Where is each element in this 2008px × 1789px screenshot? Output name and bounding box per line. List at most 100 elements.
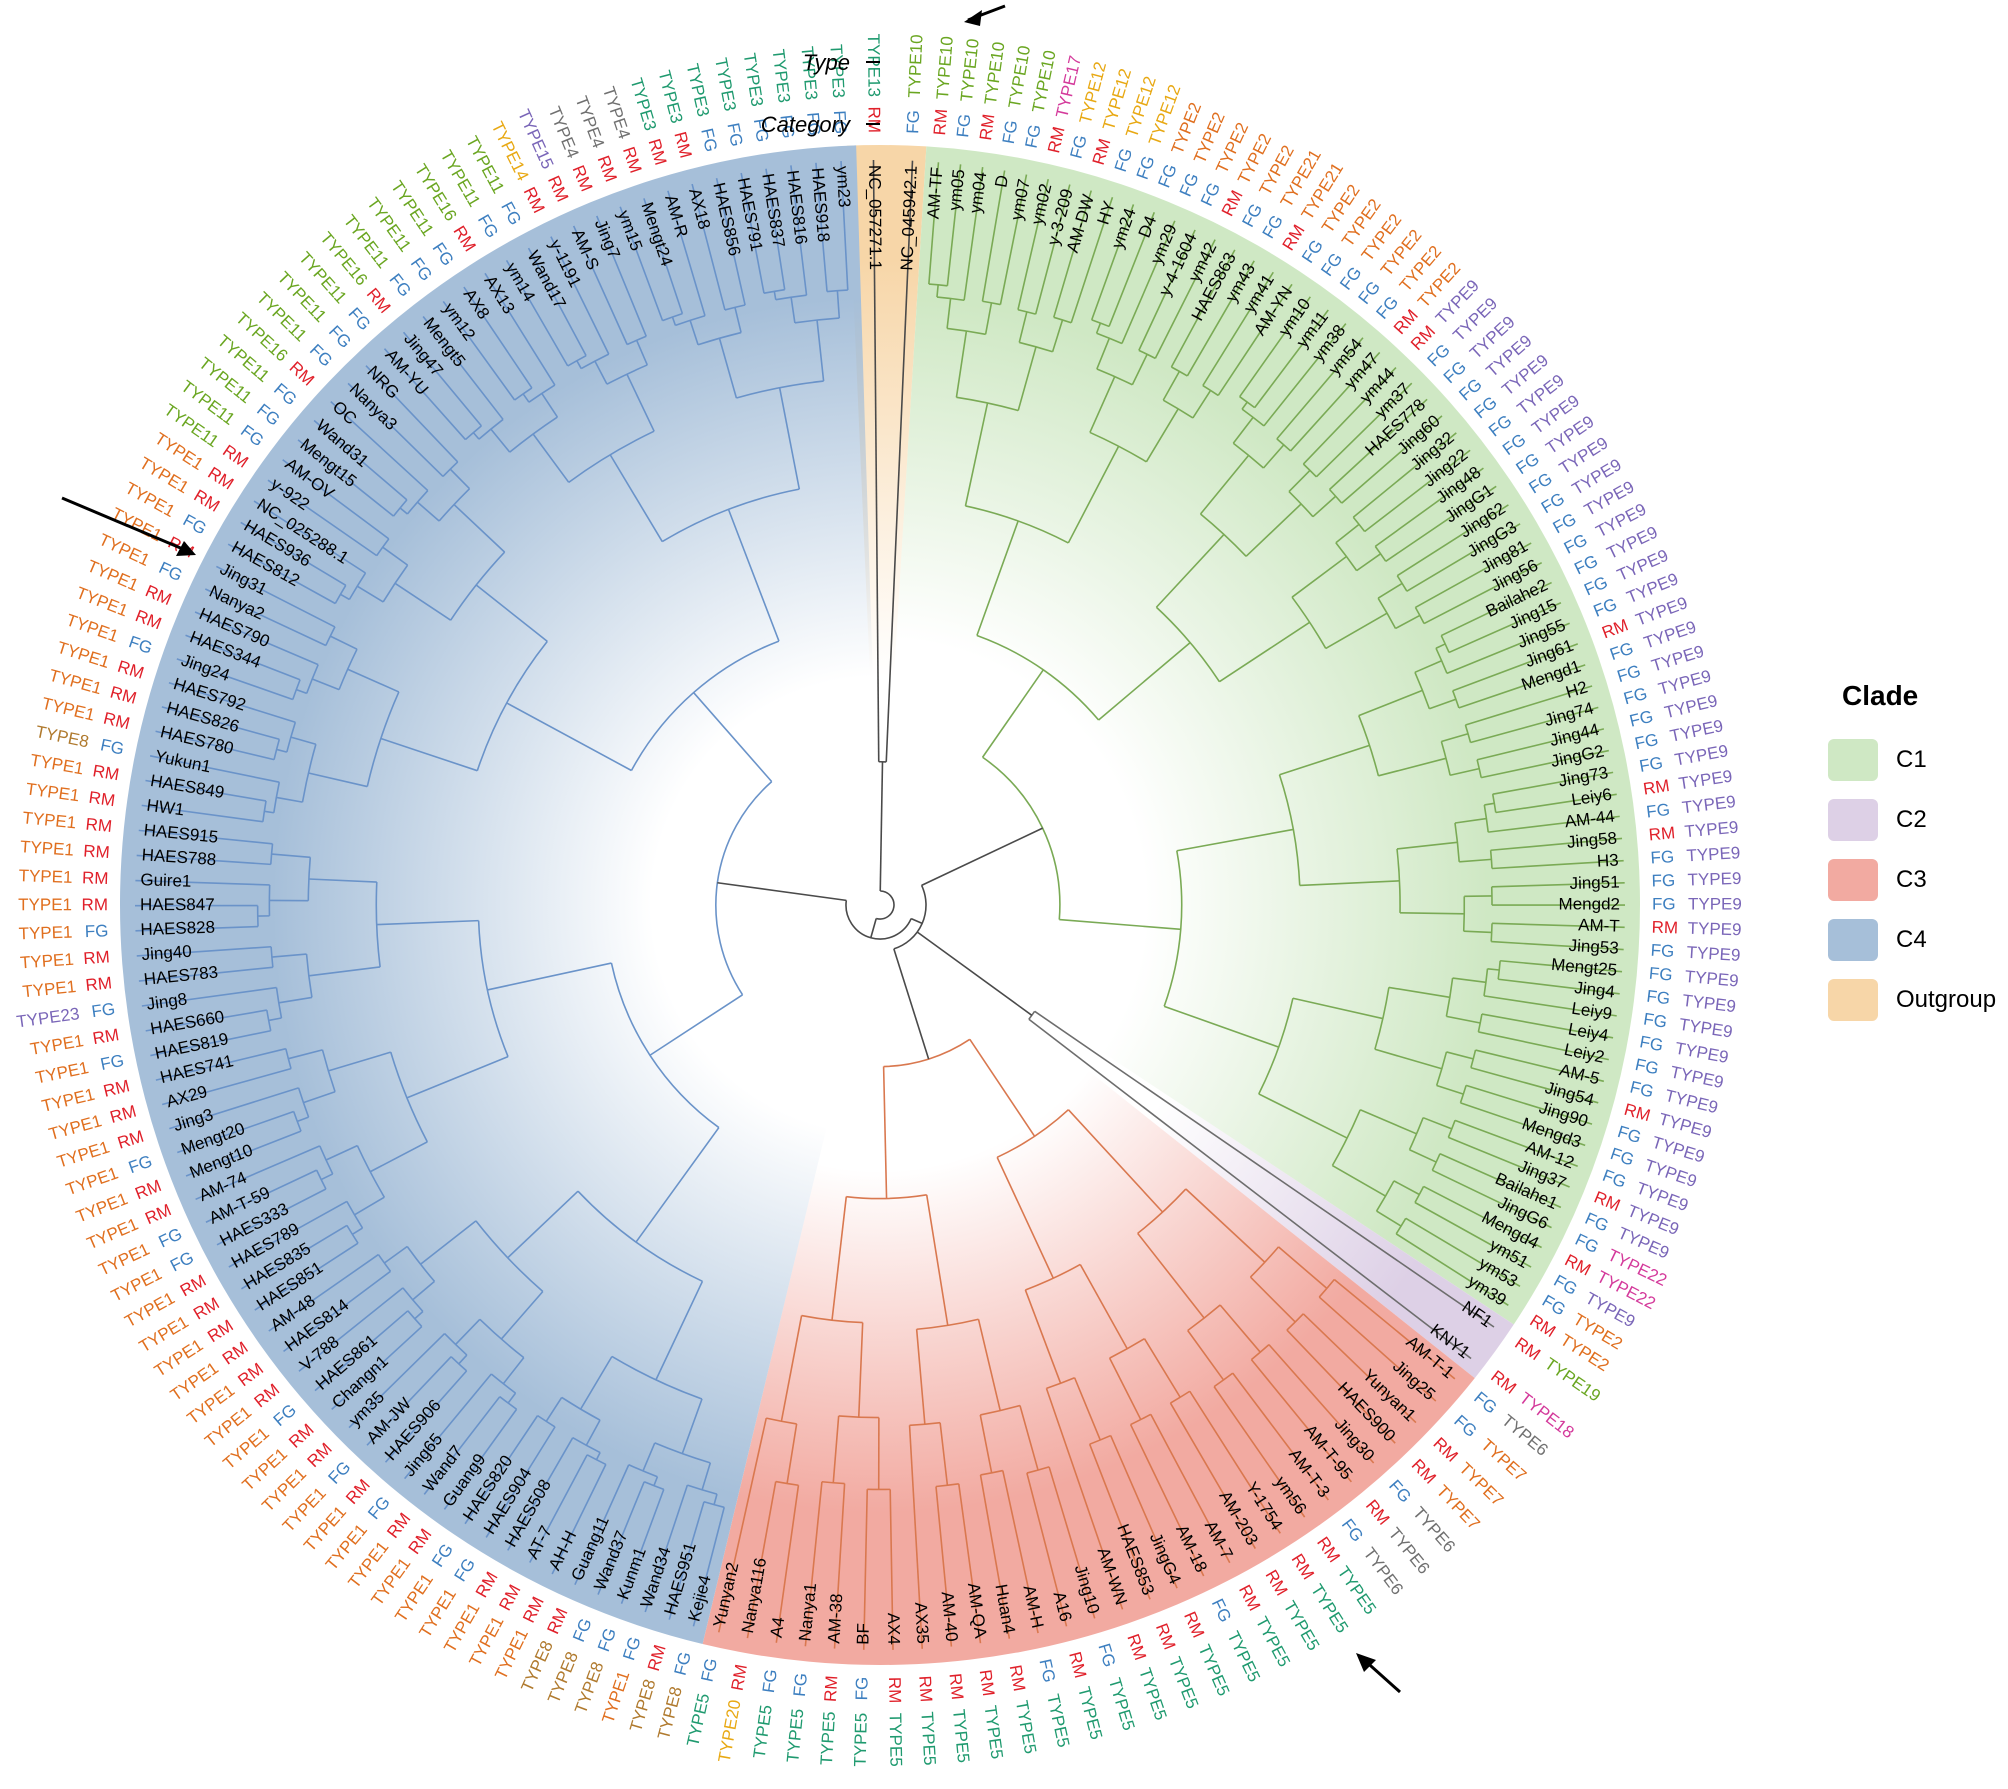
tree-branch [168, 681, 296, 724]
tree-branch [1218, 621, 1311, 683]
tree-branch [1202, 271, 1274, 386]
leaf-category: RM [91, 761, 120, 784]
tree-branch [963, 166, 984, 301]
leaf-type: TYPE8 [654, 1685, 686, 1742]
leaf-type: TYPE3 [626, 76, 660, 133]
leaf-category: RM [82, 895, 108, 914]
leaf-category: FG [156, 1224, 185, 1251]
tree-branch [485, 1426, 556, 1538]
leaf-category: FG [306, 340, 336, 370]
leaf-category: RM [133, 606, 165, 633]
tree-branch [463, 286, 533, 389]
tree-branch [1470, 1066, 1599, 1104]
leaf-name: A4 [767, 1616, 789, 1639]
leaf-type: TYPE5 [1252, 1613, 1294, 1669]
tree-branch [464, 1415, 539, 1525]
leaf-category: RM [495, 1581, 524, 1613]
tree-branch [1490, 837, 1623, 852]
tree-branch [1405, 1217, 1521, 1288]
leaf-category: RM [190, 1294, 222, 1324]
tree-branch [1356, 553, 1382, 572]
tree-branch [550, 236, 610, 355]
leaf-category: RM [1599, 615, 1630, 642]
leaf-category: RM [728, 1663, 751, 1692]
tree-branch [505, 259, 569, 367]
leaf-category: RM [644, 1642, 670, 1673]
leaf-category: FG [1450, 1411, 1480, 1441]
tree-branch [717, 881, 847, 902]
leaf-category: FG [619, 1634, 644, 1662]
tree-branch [330, 401, 429, 492]
leaf-category: FG [759, 1668, 781, 1694]
tree-branch [1219, 1304, 1261, 1353]
tree-branch [311, 678, 340, 691]
leaf-type: TYPE9 [1673, 741, 1729, 769]
tree-branch [1017, 346, 1037, 411]
leaf-category: RM [85, 973, 113, 995]
tree-branch [1292, 997, 1384, 1020]
leaf-name: NC_045942.1 [897, 165, 921, 271]
tree-branch [1414, 1201, 1532, 1268]
tree-branch [204, 588, 327, 647]
tree-branch [1108, 1357, 1142, 1420]
tree-branch [320, 1173, 334, 1181]
leaf-category: RM [915, 1675, 935, 1702]
tree-branch [1034, 184, 1071, 315]
leaf-category: FG [1021, 123, 1044, 150]
leaf-category: FG [497, 199, 525, 229]
tree-branch [609, 454, 663, 543]
legend-swatch-c2 [1828, 799, 1878, 841]
leaf-category: RM [285, 1420, 317, 1452]
tree-branch [1073, 1377, 1101, 1441]
leaf-category: RM [1235, 1582, 1264, 1614]
leaf-type: TYPE3 [768, 48, 793, 104]
leaf-type: TYPE9 [1686, 843, 1741, 865]
tree-branch [955, 330, 968, 398]
leaf-category: RM [205, 463, 238, 493]
leaf-category: FG [325, 1458, 355, 1488]
tree-branch [718, 338, 738, 399]
tree-branch [1436, 1084, 1464, 1095]
leaf-name: H3 [1596, 850, 1619, 870]
leaf-category: RM [142, 1200, 174, 1228]
tree-branch [1232, 1372, 1329, 1501]
tree-branch [1017, 179, 1050, 310]
leaf-category: FG [671, 1650, 695, 1678]
tree-branch [1470, 706, 1599, 744]
tree-branch [1423, 561, 1543, 625]
leaf-category: RM [449, 222, 479, 255]
tree-branch [1396, 841, 1458, 850]
leaf-category: FG [999, 119, 1022, 145]
tree-branch [1487, 967, 1500, 971]
leaf-category: FG [1385, 1476, 1415, 1506]
leaf-type: TYPE1 [40, 694, 97, 725]
leaf-category: RM [342, 1475, 374, 1507]
tree-branch [1051, 319, 1064, 352]
leaf-category: FG [84, 921, 108, 941]
tree-branch [1452, 977, 1486, 984]
leaf-type: TYPE3 [711, 56, 740, 112]
tree-branch [205, 1169, 317, 1223]
tree-branch [1232, 416, 1254, 444]
leaf-category: FG [1176, 170, 1203, 199]
tree-branch [296, 688, 307, 695]
leaf-category: RM [670, 130, 695, 160]
arrow-bottom [1356, 1653, 1402, 1694]
leaf-category: RM [1622, 1100, 1653, 1125]
tree-branch [644, 1484, 689, 1613]
tree-branch [1131, 353, 1148, 386]
leaf-category: FG [90, 999, 116, 1021]
tree-branch [268, 1253, 379, 1332]
tree-branch [1458, 664, 1586, 709]
leaf-name: HAES847 [140, 895, 215, 914]
leaf-category: FG [1581, 573, 1610, 600]
tree-branch [1089, 376, 1116, 433]
tree-branch [1492, 771, 1614, 795]
tree-branch [1395, 1233, 1509, 1306]
tree-branch [268, 1017, 282, 1022]
tree-branch [278, 996, 313, 1004]
leaf-type: TYPE9 [1687, 869, 1741, 890]
tree-branch [1199, 454, 1250, 515]
tree-branch [376, 919, 479, 926]
leaf-category: FG [1628, 1077, 1655, 1101]
